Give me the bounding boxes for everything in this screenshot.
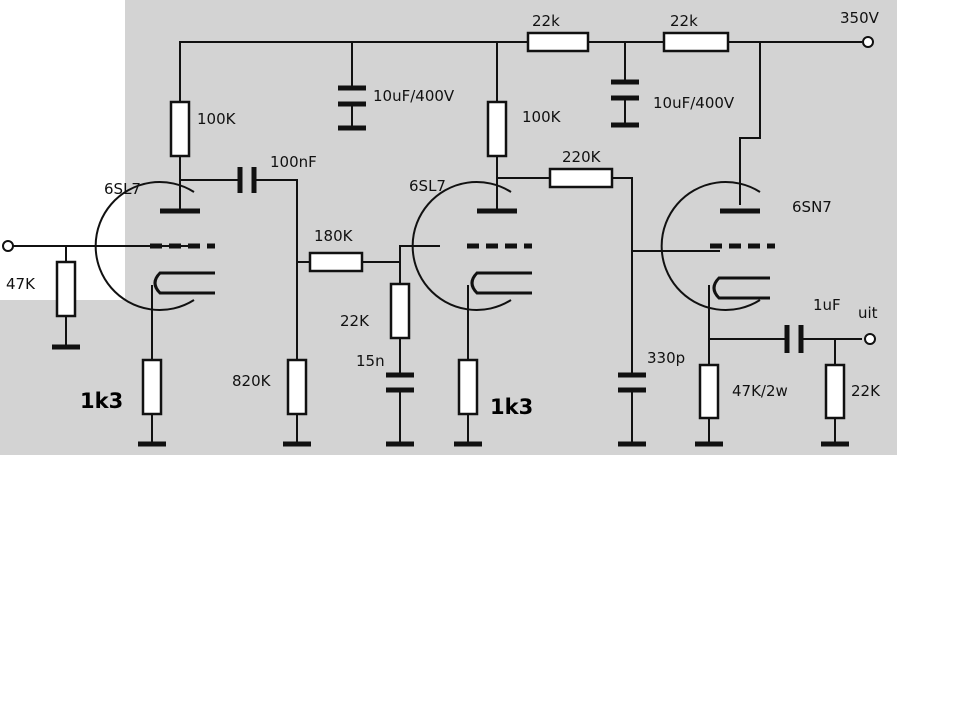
r-b2-label: 22k <box>670 12 698 30</box>
resistor-r-in <box>55 260 77 318</box>
r-cath1-label: 1k3 <box>80 389 123 413</box>
r-plate1-label: 100K <box>197 110 237 128</box>
resistor-r-plate1 <box>169 100 191 158</box>
resistor-r-out <box>824 363 846 420</box>
schematic-background <box>125 0 897 455</box>
input-terminal <box>2 240 14 252</box>
c-rc-label: 15n <box>356 352 385 370</box>
supply-voltage-label: 350V <box>840 9 880 27</box>
resistor-r-b1 <box>526 31 590 53</box>
r-in-label: 47K <box>6 275 36 293</box>
c-filter1-label: 10uF/400V <box>373 87 455 105</box>
r-cath2-label: 1k3 <box>490 395 533 419</box>
r-out-label: 22K <box>851 382 881 400</box>
c-grid3-label: 330p <box>647 349 685 367</box>
output-label: uit <box>858 304 878 322</box>
schematic-background-left <box>0 300 126 455</box>
supply-terminal <box>862 36 874 48</box>
capacitor-c-couple1 <box>237 167 257 193</box>
capacitor-c-grid3 <box>618 372 646 393</box>
r-rc-label: 22K <box>340 312 370 330</box>
resistor-r-rc <box>389 282 411 340</box>
ground-symbols <box>52 122 849 447</box>
tube-3 <box>660 181 775 311</box>
wiring <box>12 41 862 442</box>
tube2-label: 6SL7 <box>409 177 446 195</box>
c-filter2-label: 10uF/400V <box>653 94 735 112</box>
tube3-label: 6SN7 <box>792 198 832 216</box>
tube1-label: 6SL7 <box>104 180 141 198</box>
resistor-r-fb <box>548 167 614 189</box>
r-cath3-label: 47K/2w <box>732 382 788 400</box>
resistor-r-plate2 <box>486 100 508 158</box>
r-series-label: 180K <box>314 227 354 245</box>
r-plate2-label: 100K <box>522 108 562 126</box>
tube-2 <box>411 181 532 311</box>
c-out-label: 1uF <box>813 296 841 314</box>
capacitor-c-out <box>784 325 804 353</box>
tube-1 <box>94 181 215 311</box>
r-b1-label: 22k <box>532 12 560 30</box>
capacitor-c-filter1 <box>338 85 366 107</box>
resistor-r-cath2 <box>457 358 479 416</box>
c-couple1-label: 100nF <box>270 153 317 171</box>
output-terminal <box>864 333 876 345</box>
capacitor-c-rc <box>386 372 414 393</box>
resistor-r-cath3 <box>698 363 720 420</box>
resistor-r-series <box>308 251 364 273</box>
r-grid2-label: 820K <box>232 372 272 390</box>
resistor-r-cath1 <box>141 358 163 416</box>
r-fb-label: 220K <box>562 148 602 166</box>
resistor-r-grid2 <box>286 358 308 416</box>
capacitor-c-filter2 <box>611 79 639 101</box>
resistor-r-b2 <box>662 31 730 53</box>
